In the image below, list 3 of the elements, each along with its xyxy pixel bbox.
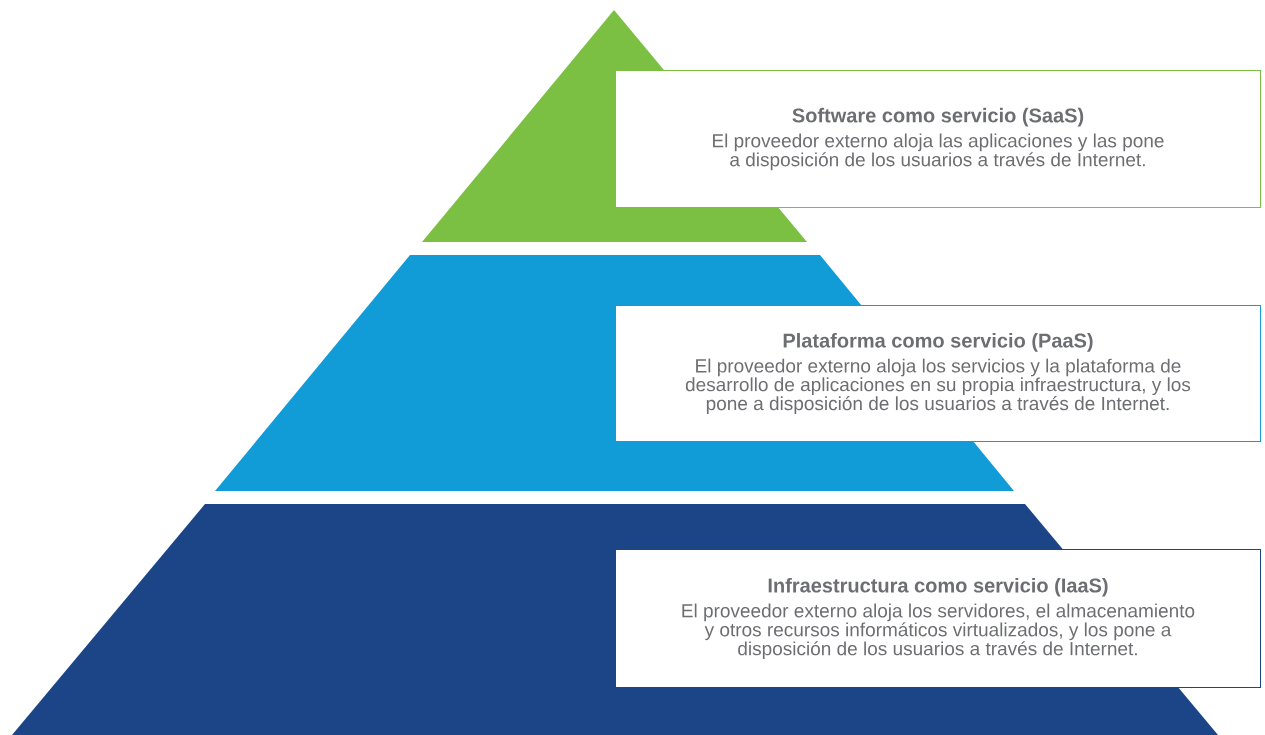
text-box: Plataforma como servicio (PaaS) El proveedor externo aloja los servicios y la plataforma de desarrollo de aplicaciones en su propia infraestructura, y los pone a disposición de los usuarios a través de Internet. <box>615 305 1261 442</box>
text-box: Infraestructura como servicio (IaaS) El proveedor externo aloja los servidores, el almacenamiento y otros recursos informáticos virtualizados, y los pone a disposición de los usuarios a través de Internet. <box>615 549 1261 688</box>
text-box: Software como servicio (SaaS) El proveedor externo aloja las aplicaciones y las pone a disposición de los usuarios a través de Internet. <box>615 70 1261 208</box>
